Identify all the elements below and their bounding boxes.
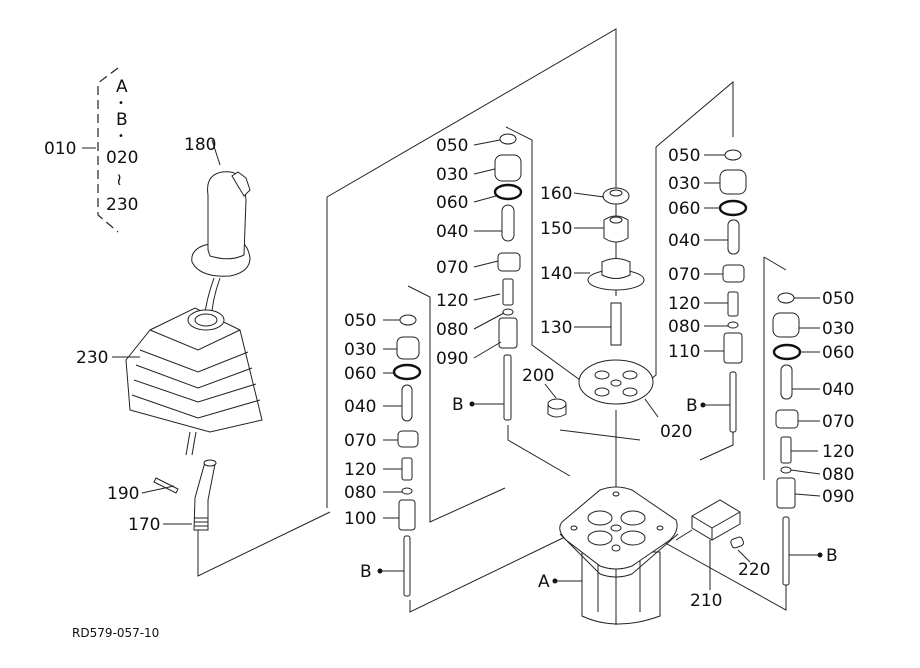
callout-160: 160 bbox=[540, 184, 572, 204]
callout-070: 070 bbox=[344, 431, 376, 451]
drawing-code: RD579-057-10 bbox=[72, 626, 159, 640]
group-item-020: 020 bbox=[106, 148, 138, 168]
callout-100: 100 bbox=[344, 509, 376, 529]
callout-030: 030 bbox=[668, 174, 700, 194]
callout-030: 030 bbox=[822, 319, 854, 339]
callout-120: 120 bbox=[668, 294, 700, 314]
group-sep: • bbox=[118, 98, 124, 109]
part-210-sensor: 210 bbox=[675, 499, 741, 611]
callout-B: B bbox=[826, 546, 838, 566]
callout-080: 080 bbox=[668, 317, 700, 337]
callout-070: 070 bbox=[668, 265, 700, 285]
callout-050: 050 bbox=[344, 311, 376, 331]
callout-170: 170 bbox=[128, 515, 160, 535]
callout-120: 120 bbox=[822, 442, 854, 462]
callout-040: 040 bbox=[822, 380, 854, 400]
callout-150: 150 bbox=[540, 219, 572, 239]
group-tilde: ≀ bbox=[116, 170, 122, 190]
callout-190: 190 bbox=[107, 484, 139, 504]
callout-050: 050 bbox=[822, 289, 854, 309]
callout-B: B bbox=[452, 395, 464, 415]
valve-stack-right: 050 030 060 040 070 120 080 090 B bbox=[772, 289, 854, 586]
callout-090: 090 bbox=[436, 349, 468, 369]
group-item-230: 230 bbox=[106, 195, 138, 215]
callout-040: 040 bbox=[668, 231, 700, 251]
callout-120: 120 bbox=[436, 291, 468, 311]
callout-070: 070 bbox=[436, 258, 468, 278]
part-170-lever: 190 170 bbox=[107, 459, 331, 577]
callout-200: 200 bbox=[522, 366, 554, 386]
callout-030: 030 bbox=[436, 165, 468, 185]
callout-210: 210 bbox=[690, 591, 722, 611]
callout-010: 010 bbox=[44, 139, 76, 159]
callout-070: 070 bbox=[822, 412, 854, 432]
callout-060: 060 bbox=[668, 199, 700, 219]
callout-050: 050 bbox=[436, 136, 468, 156]
callout-060: 060 bbox=[344, 364, 376, 384]
callout-060: 060 bbox=[822, 343, 854, 363]
part-180-grip: 180 bbox=[184, 135, 251, 323]
group-sep: • bbox=[118, 131, 124, 142]
callout-090: 090 bbox=[822, 487, 854, 507]
callout-220: 220 bbox=[738, 560, 770, 580]
callout-120: 120 bbox=[344, 460, 376, 480]
callout-030: 030 bbox=[344, 340, 376, 360]
callout-040: 040 bbox=[344, 397, 376, 417]
valve-stack-middle-left: 050 030 060 040 070 120 080 090 B bbox=[436, 133, 523, 421]
callout-230: 230 bbox=[76, 348, 108, 368]
valve-stack-left: 050 030 060 040 070 120 080 100 B bbox=[344, 311, 422, 597]
callout-060: 060 bbox=[436, 193, 468, 213]
assembly-lines bbox=[326, 28, 787, 613]
valve-body-A: A bbox=[538, 486, 679, 625]
callout-110: 110 bbox=[668, 342, 700, 362]
callout-040: 040 bbox=[436, 222, 468, 242]
callout-080: 080 bbox=[344, 483, 376, 503]
group-item-B: B bbox=[116, 110, 128, 130]
callout-130: 130 bbox=[540, 318, 572, 338]
part-230-boot: 230 bbox=[76, 307, 263, 456]
assembly-group-010: 010 A • B • 020 ≀ 230 bbox=[44, 67, 138, 233]
group-item-A: A bbox=[116, 77, 128, 97]
callout-B: B bbox=[686, 396, 698, 416]
callout-080: 080 bbox=[822, 465, 854, 485]
callout-020: 020 bbox=[660, 422, 692, 442]
callout-140: 140 bbox=[540, 264, 572, 284]
callout-A: A bbox=[538, 572, 550, 592]
valve-stack-middle-right: 050 030 060 040 070 120 080 110 B bbox=[668, 146, 748, 433]
part-220-plug: 220 bbox=[730, 536, 770, 580]
center-stack: 160 150 140 130 200 020 bbox=[522, 184, 692, 442]
callout-180: 180 bbox=[184, 135, 216, 155]
callout-B: B bbox=[360, 562, 372, 582]
callout-050: 050 bbox=[668, 146, 700, 166]
callout-080: 080 bbox=[436, 320, 468, 340]
